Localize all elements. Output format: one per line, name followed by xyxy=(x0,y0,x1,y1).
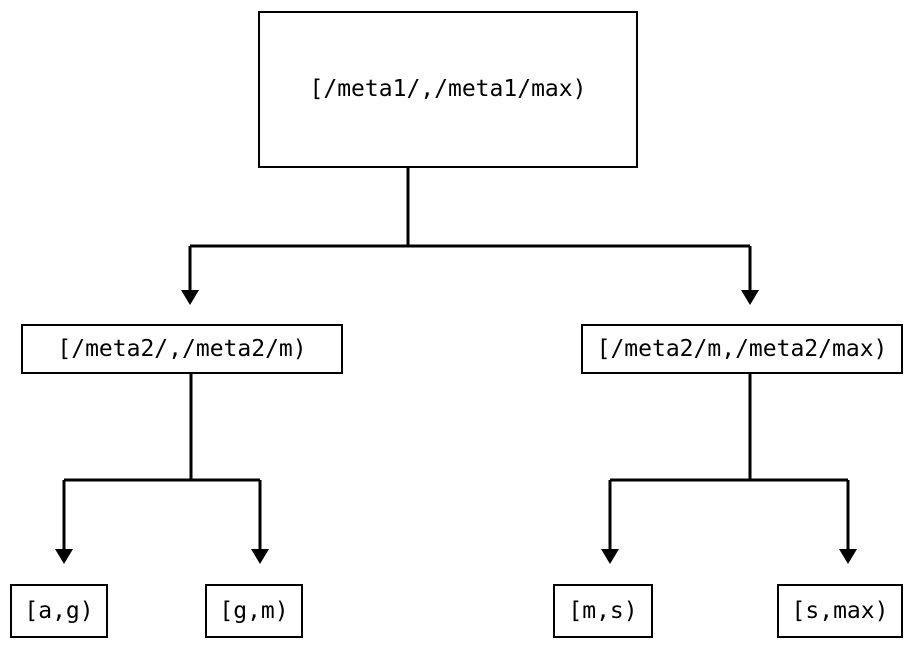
tree-node-root-label: [/meta1/,/meta1/max) xyxy=(309,76,587,102)
tree-node-leaf-s-max-label: [s,max) xyxy=(791,597,889,624)
tree-node-leaf-m-s-label: [m,s) xyxy=(568,597,638,624)
tree-node-root[interactable]: [/meta1/,/meta1/max) xyxy=(258,11,638,168)
arrowhead-to-leaf-g-m-icon xyxy=(251,549,269,564)
tree-node-leaf-s-max[interactable]: [s,max) xyxy=(777,584,903,638)
tree-node-leaf-g-m-label: [g,m) xyxy=(219,597,289,624)
arrowhead-to-leaf-s-max-icon xyxy=(839,549,857,564)
tree-node-leaf-a-g[interactable]: [a,g) xyxy=(10,584,108,638)
tree-node-mid-right-label: [/meta2/m,/meta2/max) xyxy=(596,335,888,362)
tree-node-leaf-m-s[interactable]: [m,s) xyxy=(553,584,653,638)
arrowhead-to-mid-right-icon xyxy=(741,290,759,305)
tree-node-mid-left[interactable]: [/meta2/,/meta2/m) xyxy=(21,324,343,374)
tree-node-leaf-g-m[interactable]: [g,m) xyxy=(205,584,303,638)
arrowhead-to-leaf-a-g-icon xyxy=(55,549,73,564)
arrowhead-to-leaf-m-s-icon xyxy=(601,549,619,564)
arrowhead-to-mid-left-icon xyxy=(181,290,199,305)
tree-node-leaf-a-g-label: [a,g) xyxy=(24,597,94,624)
tree-node-mid-right[interactable]: [/meta2/m,/meta2/max) xyxy=(581,324,903,374)
tree-node-mid-left-label: [/meta2/,/meta2/m) xyxy=(57,335,307,362)
